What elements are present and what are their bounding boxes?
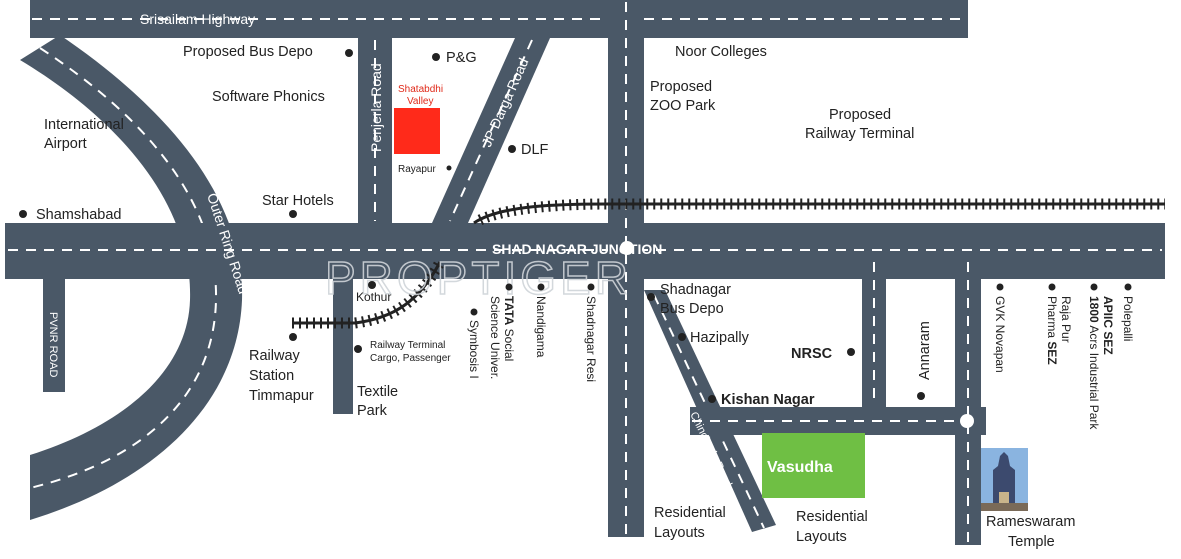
dlf-label: DLF (521, 142, 549, 158)
shamshabad-label: Shamshabad (36, 207, 121, 223)
raja-pur-label-2: Pharma SEZ (1045, 296, 1059, 365)
kothur-label: Kothur (356, 290, 391, 304)
proposed-bus-depo-label: Proposed Bus Depo (183, 44, 313, 60)
rameswaram-junction-circle (960, 414, 974, 428)
noor-colleges-label: Noor Colleges (675, 44, 767, 60)
international-airport-label-2: Airport (44, 136, 87, 152)
outer-ring-road (20, 35, 243, 520)
railway-terminal-cargo-label-2: Cargo, Passenger (370, 353, 451, 364)
kothur-road (333, 279, 353, 414)
software-phonics-label: Software Phonics (212, 89, 325, 105)
main-vertical-road (608, 0, 644, 537)
railway-station-label-3: Timmapur (249, 388, 314, 404)
rameswaram-temple-label-1: Rameswaram (986, 514, 1075, 530)
rameswaram-temple-label-2: Temple (1008, 534, 1055, 550)
residential-layouts-right-label-1: Residential (796, 509, 868, 525)
railway-station-label-1: Railway (249, 348, 301, 364)
apiic-sez-label-2: 1800 Acrs Industrial Park (1087, 296, 1101, 430)
zoo-park-label-2: ZOO Park (650, 98, 716, 114)
zoo-park-label-1: Proposed (650, 79, 712, 95)
penjerla-road-label: Penjerla Road (368, 63, 384, 152)
residential-layouts-right-label-2: Layouts (796, 529, 847, 545)
rameswaram-temple-image (981, 448, 1028, 511)
vasudha-marker[interactable] (762, 433, 865, 498)
mmts-label: MMTS (674, 213, 706, 225)
roads (5, 0, 1165, 545)
residential-layouts-left-label-2: Layouts (654, 525, 705, 541)
shatabdhi-label-1: Shatabdhi (398, 84, 443, 95)
polepalli-label: Polepalli (1121, 296, 1135, 341)
shatabdhi-label-2: Valley (407, 96, 434, 107)
junction-circle (620, 241, 634, 255)
international-airport-label-1: International (44, 117, 124, 133)
nrsc-label: NRSC (791, 346, 833, 362)
raja-pur-label-1: Raja Pur (1059, 296, 1073, 343)
shadnagar-resi-label: Shadnagar Resi (584, 296, 598, 382)
gvk-novapan-label: GVK Novapan (993, 296, 1007, 373)
srisailam-highway-label: Srisailam Highway (140, 11, 255, 27)
shadnagar-bus-depo-label-2: Bus Depo (660, 301, 724, 317)
watermark: PROPTIGER (325, 252, 632, 304)
pg-label: P&G (446, 50, 477, 66)
railway-station-label-2: Station (249, 368, 294, 384)
vasudha-label: Vasudha (767, 459, 833, 476)
railway-terminal-label-2: Railway Terminal (805, 126, 914, 142)
rayapur-label: Rayapur (398, 164, 436, 175)
place-dots (19, 49, 1132, 403)
symbosis-label: Symbosis I (467, 320, 481, 379)
shatabdhi-valley-marker (394, 108, 440, 154)
nandigama-label: Nandigama (534, 296, 548, 358)
star-hotels-label: Star Hotels (262, 193, 334, 209)
railway-terminal-label-1: Proposed (829, 107, 891, 123)
apiic-sez-label-1: APIIC SEZ (1101, 296, 1115, 355)
annaram-label: Annaram (917, 321, 933, 380)
kishan-nagar-label: Kishan Nagar (721, 392, 815, 408)
mmts-rail (473, 202, 1165, 225)
railway-terminal-cargo-label-1: Railway Terminal (370, 340, 445, 351)
textile-park-label-1: Textile (357, 384, 398, 400)
hazipally-label: Hazipally (690, 330, 750, 346)
residential-layouts-left-label-1: Residential (654, 505, 726, 521)
rail-tracks (292, 198, 1165, 329)
tata-social-label-1: TATA Social (502, 296, 516, 361)
tata-social-label-2: Science Univer. (488, 296, 502, 379)
textile-park-label-2: Park (357, 403, 388, 419)
junction-label: SHAD NAGAR JUNCTION (492, 241, 662, 257)
pvnr-road (43, 279, 65, 392)
pvnr-road-label: PVNR ROAD (47, 312, 59, 377)
shadnagar-bus-depo-label-1: Shadnagar (660, 282, 731, 298)
